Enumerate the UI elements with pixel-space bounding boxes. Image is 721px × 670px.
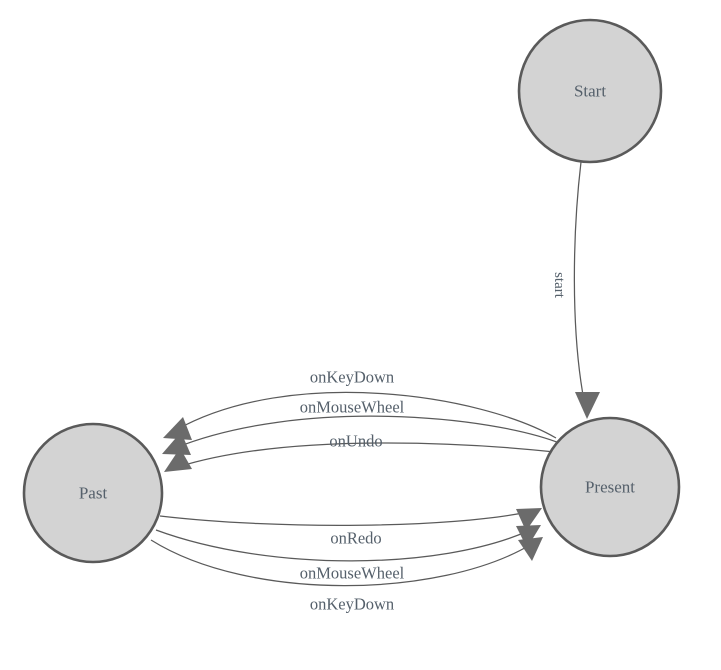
edge-past-present-onmousewheel-arrowhead-icon xyxy=(516,525,541,548)
edge-start-present-arrowhead-icon xyxy=(575,392,600,419)
edge-past-present-onmousewheel[interactable]: onMouseWheel xyxy=(155,525,541,583)
node-present-label: Present xyxy=(585,478,635,497)
edge-present-past-onundo[interactable]: onUndo xyxy=(164,432,556,473)
node-present[interactable]: Present xyxy=(539,416,681,558)
edge-label-onmousewheel-redo: onMouseWheel xyxy=(300,564,405,583)
edges-layer: start onKeyDown onMouseWheel onUndo xyxy=(150,161,600,614)
node-start[interactable]: Start xyxy=(517,18,663,164)
edge-present-past-onkeydown[interactable]: onKeyDown xyxy=(163,368,557,441)
edge-past-present-onredo-arrowhead-icon xyxy=(516,508,542,531)
nodes-layer: Start Past Present xyxy=(22,18,681,564)
edge-label-onredo: onRedo xyxy=(330,529,381,548)
edge-present-past-onundo-path xyxy=(177,442,556,468)
edge-present-past-onmousewheel-arrowhead-icon xyxy=(162,432,191,455)
edge-start-present[interactable]: start xyxy=(551,161,600,419)
edge-label-start: start xyxy=(551,272,567,299)
edge-past-present-onredo-path xyxy=(159,511,529,526)
edge-label-onmousewheel-undo: onMouseWheel xyxy=(300,398,405,417)
edge-present-past-onundo-arrowhead-icon xyxy=(164,448,192,472)
node-start-circle[interactable] xyxy=(517,18,663,164)
edge-past-present-onmousewheel-path xyxy=(155,529,529,562)
edge-present-past-onkeydown-path xyxy=(175,391,557,439)
edge-present-past-onmousewheel-path xyxy=(174,415,563,449)
edge-label-onkeydown-redo: onKeyDown xyxy=(310,595,394,614)
edge-start-present-path xyxy=(573,161,586,407)
edge-past-present-onkeydown[interactable]: onKeyDown xyxy=(150,537,543,614)
edge-past-present-onkeydown-path xyxy=(150,539,531,587)
node-past-circle[interactable] xyxy=(22,422,164,564)
node-start-label: Start xyxy=(574,82,606,101)
node-past-label: Past xyxy=(79,484,108,503)
edge-label-onundo: onUndo xyxy=(329,432,382,451)
edge-past-present-onredo[interactable]: onRedo xyxy=(159,508,542,548)
edge-present-past-onmousewheel[interactable]: onMouseWheel xyxy=(162,398,563,456)
edge-label-onkeydown-undo: onKeyDown xyxy=(310,368,394,387)
node-past[interactable]: Past xyxy=(22,422,164,564)
node-present-circle[interactable] xyxy=(539,416,681,558)
edge-past-present-onkeydown-arrowhead-icon xyxy=(518,537,543,561)
edge-present-past-onkeydown-arrowhead-icon xyxy=(163,417,192,440)
